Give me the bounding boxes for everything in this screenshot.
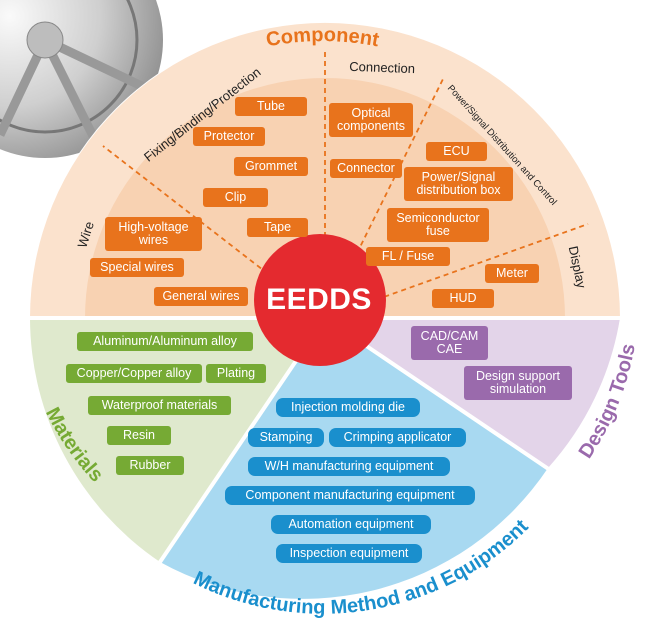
item-clip: Clip [203, 188, 268, 207]
item-automation: Automation equipment [271, 515, 431, 534]
item-plating: Plating [206, 364, 266, 383]
item-waterproof: Waterproof materials [88, 396, 231, 415]
item-psd-line-1: Power/Signal [421, 169, 496, 184]
item-general-wires: General wires [154, 287, 248, 306]
item-copper: Copper/Copper alloy [66, 364, 202, 383]
center-label: EEDDS [266, 283, 372, 316]
item-ecu: ECU [426, 142, 487, 161]
item-semiconductor-fuse: Semiconductor fuse [387, 208, 489, 242]
item-meter: Meter [485, 264, 539, 283]
item-power-signal-box: Power/Signal distribution box [404, 167, 513, 201]
item-semi-line-2: fuse [426, 224, 450, 238]
item-injection-molding: Injection molding die [276, 398, 420, 417]
item-inspection: Inspection equipment [276, 544, 422, 563]
item-connector: Connector [330, 159, 402, 178]
item-special-wires: Special wires [90, 258, 184, 277]
item-semi-line-1: Semiconductor [396, 210, 480, 225]
item-rubber: Rubber [116, 456, 184, 475]
item-dss-line-1: Design support [475, 368, 561, 383]
item-design-support-simulation: Design support simulation [464, 366, 572, 400]
item-resin: Resin [107, 426, 171, 445]
sub-connection: Connection [349, 59, 415, 76]
center-circle [254, 234, 386, 366]
item-optical-line-2: components [336, 119, 406, 133]
item-optical-line-1: Optical [351, 105, 391, 120]
item-stamping: Stamping [248, 428, 324, 447]
item-hud: HUD [432, 289, 494, 308]
item-tube: Tube [235, 97, 307, 116]
item-protector: Protector [193, 127, 265, 146]
item-high-voltage-wires: High-voltage wires [105, 217, 202, 251]
item-cad-line-1: CAD/CAM [420, 328, 479, 343]
item-cad-cam-cae: CAD/CAM CAE [411, 326, 488, 360]
item-aluminum: Aluminum/Aluminum alloy [77, 332, 253, 351]
item-hv-line-2: wires [138, 233, 169, 247]
item-wh-equipment: W/H manufacturing equipment [248, 457, 450, 476]
item-dss-line-2: simulation [489, 382, 547, 396]
item-grommet: Grommet [234, 157, 308, 176]
item-cad-line-2: CAE [436, 342, 463, 356]
item-psd-line-2: distribution box [416, 183, 501, 197]
item-tape: Tape [247, 218, 308, 237]
item-hv-line-1: High-voltage [118, 219, 189, 234]
item-fl-fuse: FL / Fuse [366, 247, 450, 266]
item-optical-components: Optical components [329, 103, 413, 137]
item-crimping: Crimping applicator [329, 428, 466, 447]
item-component-equipment: Component manufacturing equipment [225, 486, 475, 505]
